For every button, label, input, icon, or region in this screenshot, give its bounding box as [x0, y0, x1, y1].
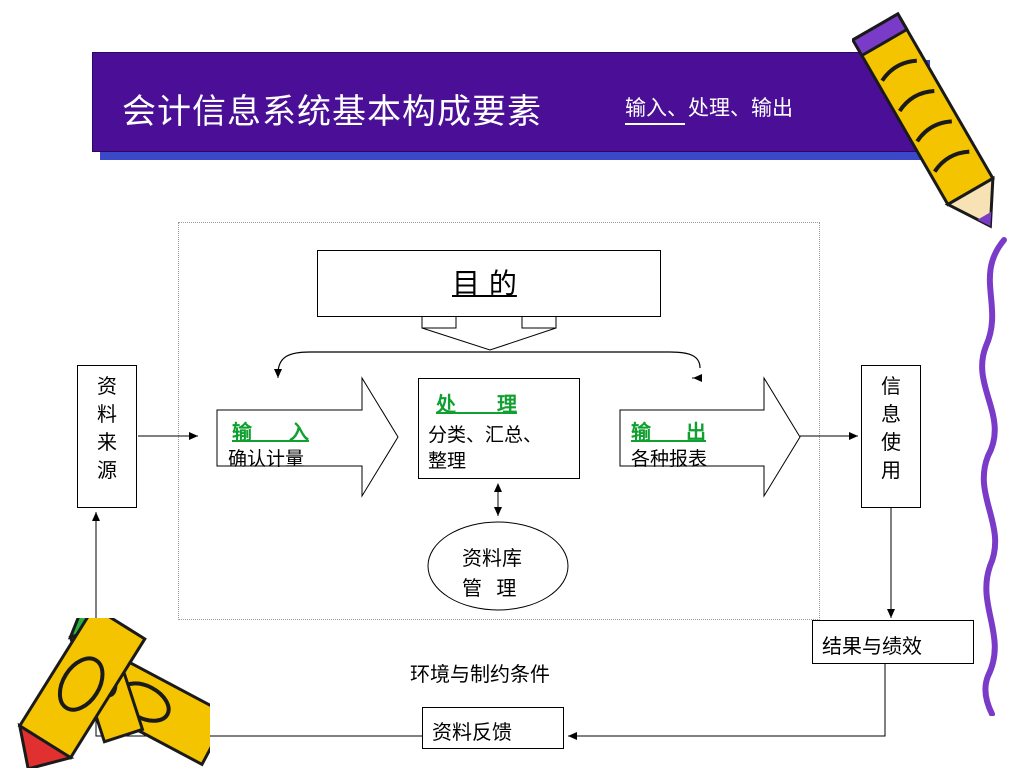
crayons-icon	[17, 618, 210, 768]
usage-char: 息	[881, 402, 901, 426]
result-label: 结果与绩效	[822, 634, 922, 658]
slide-title: 会计信息系统基本构成要素	[122, 92, 542, 132]
process-desc-line1: 分类、汇总、	[428, 424, 543, 446]
usage-char: 信	[881, 374, 901, 398]
output-desc: 各种报表	[631, 448, 708, 470]
source-box: 资 料 来 源	[77, 365, 137, 508]
result-box	[812, 620, 974, 664]
feedback-box	[422, 707, 564, 749]
database-line2: 管 理	[462, 576, 517, 600]
source-char: 源	[97, 458, 117, 482]
database-line1: 资料库	[462, 546, 522, 570]
process-title: 处 理	[436, 392, 517, 416]
feedback-label: 资料反馈	[432, 720, 512, 744]
input-desc: 确认计量	[228, 448, 305, 470]
output-title: 输 出	[631, 420, 706, 444]
source-char: 来	[97, 430, 117, 454]
environment-label: 环境与制约条件	[410, 662, 550, 686]
purpose-down-arrow	[421, 316, 557, 351]
usage-box: 信 息 使 用	[861, 365, 921, 508]
usage-char: 用	[881, 458, 901, 482]
slide-subtitle: 输入、处理、输出	[625, 96, 793, 120]
title-underline	[625, 123, 685, 125]
wavy-line-icon	[979, 237, 1007, 716]
purpose-box	[317, 250, 661, 317]
input-title: 输 入	[232, 420, 309, 444]
output-hollow-arrow	[619, 376, 801, 498]
purpose-label: 目 的	[452, 267, 517, 300]
pencil-icon	[852, 11, 995, 229]
system-boundary	[178, 222, 820, 620]
process-box	[418, 378, 580, 479]
database-ellipse	[427, 521, 569, 611]
input-hollow-arrow	[216, 376, 399, 498]
title-banner	[92, 52, 922, 152]
source-char: 料	[97, 402, 117, 426]
source-char: 资	[97, 374, 117, 398]
usage-char: 使	[881, 430, 901, 454]
process-desc-line2: 整理	[428, 450, 467, 472]
purpose-brace	[277, 351, 701, 375]
